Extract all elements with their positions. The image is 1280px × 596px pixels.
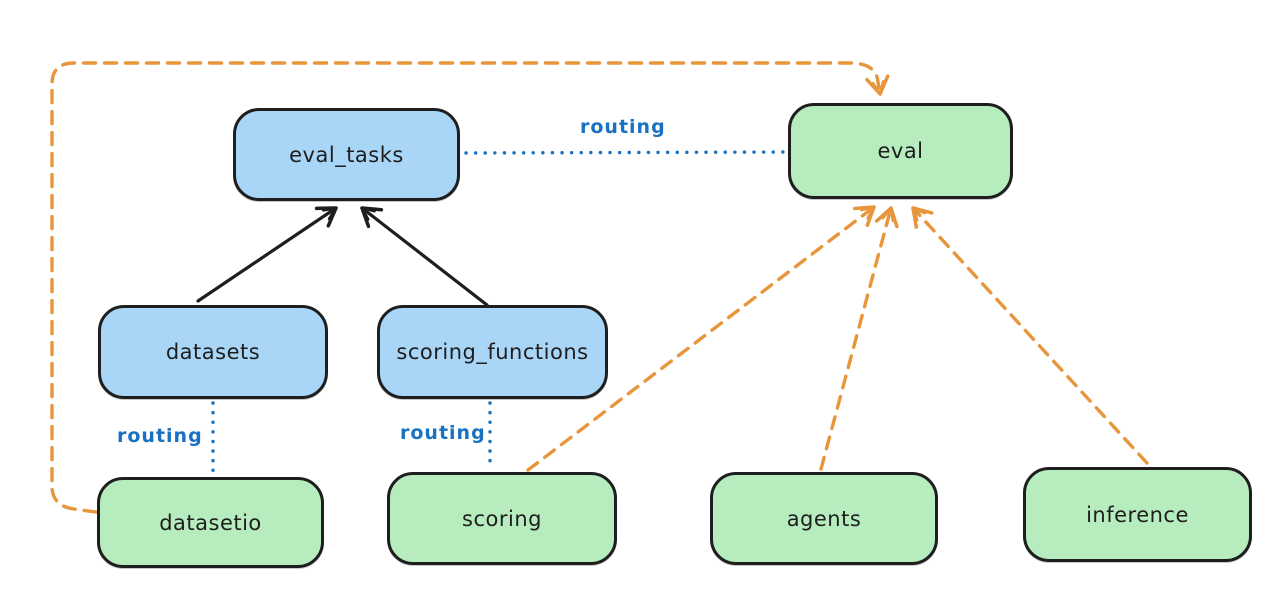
edge-datasets-to-eval-tasks: [196, 206, 338, 303]
node-eval: eval: [788, 103, 1013, 199]
node-datasets: datasets: [98, 305, 328, 399]
edge-label-routing-scoring-functions-scoring: routing: [400, 422, 486, 444]
node-scoring: scoring: [387, 472, 617, 565]
node-inference: inference: [1023, 467, 1252, 562]
edge-scoring-functions-to-eval-tasks: [360, 206, 489, 307]
node-eval-tasks: eval_tasks: [233, 108, 460, 201]
edge-inference-to-eval: [911, 206, 1149, 465]
node-agents: agents: [710, 472, 938, 565]
edge-label-routing-datasets-datasetio: routing: [117, 425, 203, 447]
edge-label-routing-eval-tasks-eval: routing: [580, 116, 666, 138]
edge-agents-to-eval: [819, 206, 899, 471]
node-datasetio: datasetio: [97, 477, 324, 568]
node-scoring-functions: scoring_functions: [377, 305, 608, 399]
edge-eval-tasks-to-eval-routing: [464, 150, 787, 155]
